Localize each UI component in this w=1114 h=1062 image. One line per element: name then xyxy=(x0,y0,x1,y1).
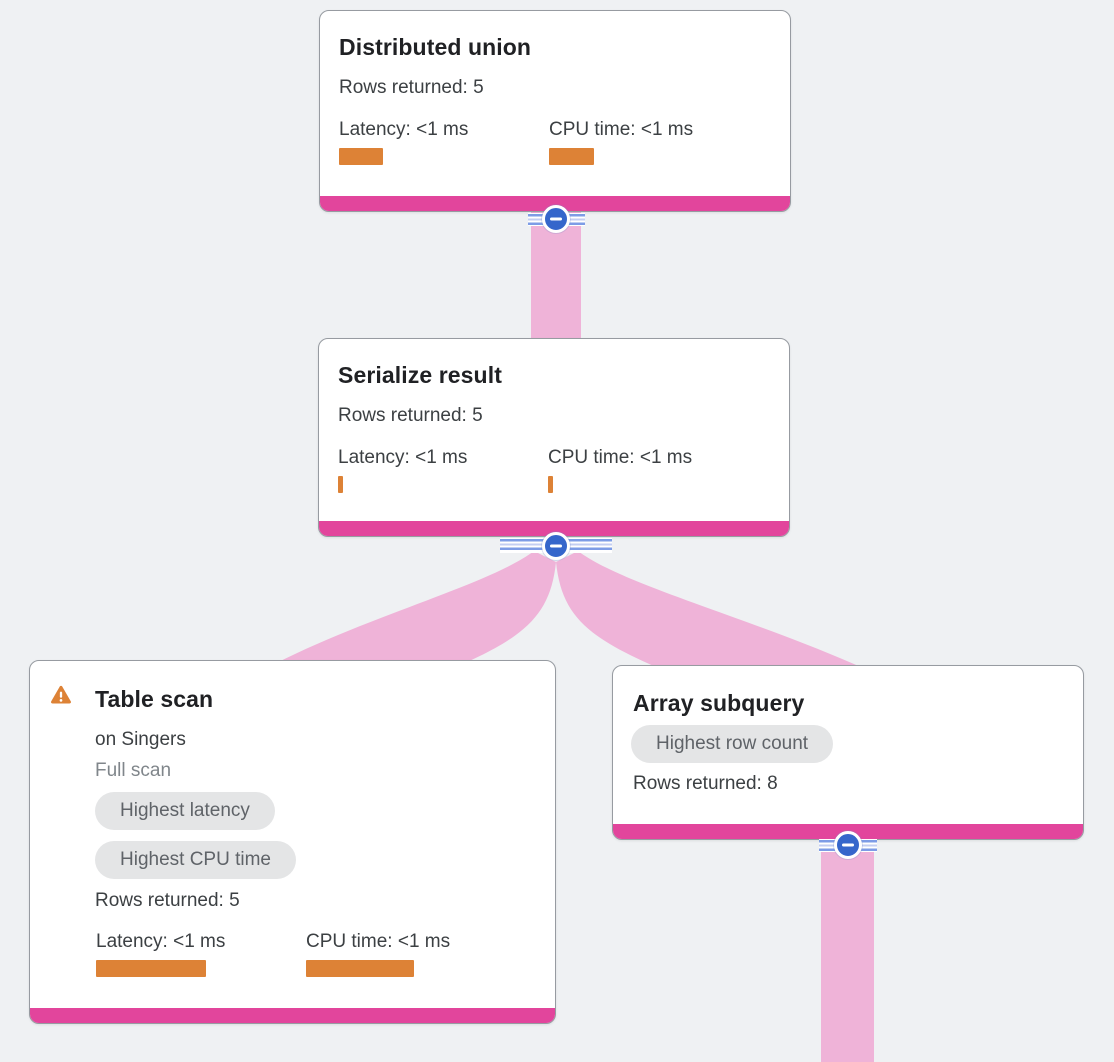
warning-icon[interactable] xyxy=(48,683,74,707)
plan-node-distributed-union[interactable]: Distributed union Rows returned: 5 Laten… xyxy=(319,10,791,212)
latency-metric: Latency: <1 ms xyxy=(96,930,306,977)
node-subtitle: on Singers xyxy=(95,729,186,750)
latency-metric: Latency: <1 ms xyxy=(338,446,548,493)
node-accent-bar xyxy=(30,1008,555,1023)
node-title: Serialize result xyxy=(338,362,502,388)
edge-serialize-result-array-subquery xyxy=(556,551,876,674)
badge-row: Highest CPU time xyxy=(95,841,555,879)
edge-array-subquery-child xyxy=(821,838,874,1062)
rows-returned: Rows returned: 8 xyxy=(633,773,778,794)
cpu-time-label: CPU time: <1 ms xyxy=(306,931,451,952)
metrics-row: Latency: <1 ms CPU time: <1 ms xyxy=(339,118,790,165)
rows-returned: Rows returned: 5 xyxy=(338,405,483,426)
collapse-button-distributed-union[interactable] xyxy=(542,205,570,233)
node-title: Distributed union xyxy=(339,34,532,60)
latency-bar xyxy=(339,148,383,165)
latency-metric: Latency: <1 ms xyxy=(339,118,549,165)
cpu-metric: CPU time: <1 ms xyxy=(306,930,516,977)
highest-latency-badge: Highest latency xyxy=(95,792,275,830)
rows-returned: Rows returned: 5 xyxy=(339,77,484,98)
latency-label: Latency: <1 ms xyxy=(96,931,226,952)
latency-label: Latency: <1 ms xyxy=(339,119,469,140)
highest-cpu-time-badge: Highest CPU time xyxy=(95,841,296,879)
collapse-button-array-subquery[interactable] xyxy=(834,831,862,859)
cpu-time-label: CPU time: <1 ms xyxy=(549,119,694,140)
cpu-time-bar xyxy=(306,960,414,977)
rows-returned: Rows returned: 5 xyxy=(95,890,240,911)
highest-row-count-badge: Highest row count xyxy=(631,725,834,763)
cpu-time-bar xyxy=(549,148,594,165)
cpu-metric: CPU time: <1 ms xyxy=(548,446,758,493)
node-accent-bar xyxy=(319,521,789,536)
metrics-row: Latency: <1 ms CPU time: <1 ms xyxy=(96,930,555,977)
plan-node-table-scan[interactable]: Table scan on Singers Full scan Highest … xyxy=(29,660,556,1024)
latency-bar xyxy=(96,960,206,977)
metrics-row: Latency: <1 ms CPU time: <1 ms xyxy=(338,446,789,493)
collapse-button-serialize-result[interactable] xyxy=(542,532,570,560)
latency-label: Latency: <1 ms xyxy=(338,447,468,468)
node-title: Table scan xyxy=(95,686,214,712)
cpu-metric: CPU time: <1 ms xyxy=(549,118,759,165)
minus-icon xyxy=(842,843,854,847)
scan-type: Full scan xyxy=(95,760,172,781)
plan-node-serialize-result[interactable]: Serialize result Rows returned: 5 Latenc… xyxy=(318,338,790,537)
badge-row: Highest latency xyxy=(95,792,555,830)
node-title: Array subquery xyxy=(633,690,805,716)
cpu-time-label: CPU time: <1 ms xyxy=(548,447,693,468)
badge-row: Highest row count xyxy=(631,725,1083,763)
latency-bar xyxy=(338,476,343,493)
edge-serialize-result-table-scan xyxy=(256,551,556,674)
minus-icon xyxy=(550,217,562,221)
plan-node-array-subquery[interactable]: Array subquery Highest row count Rows re… xyxy=(612,665,1084,840)
cpu-time-bar xyxy=(548,476,553,493)
node-accent-bar xyxy=(320,196,790,211)
minus-icon xyxy=(550,544,562,548)
